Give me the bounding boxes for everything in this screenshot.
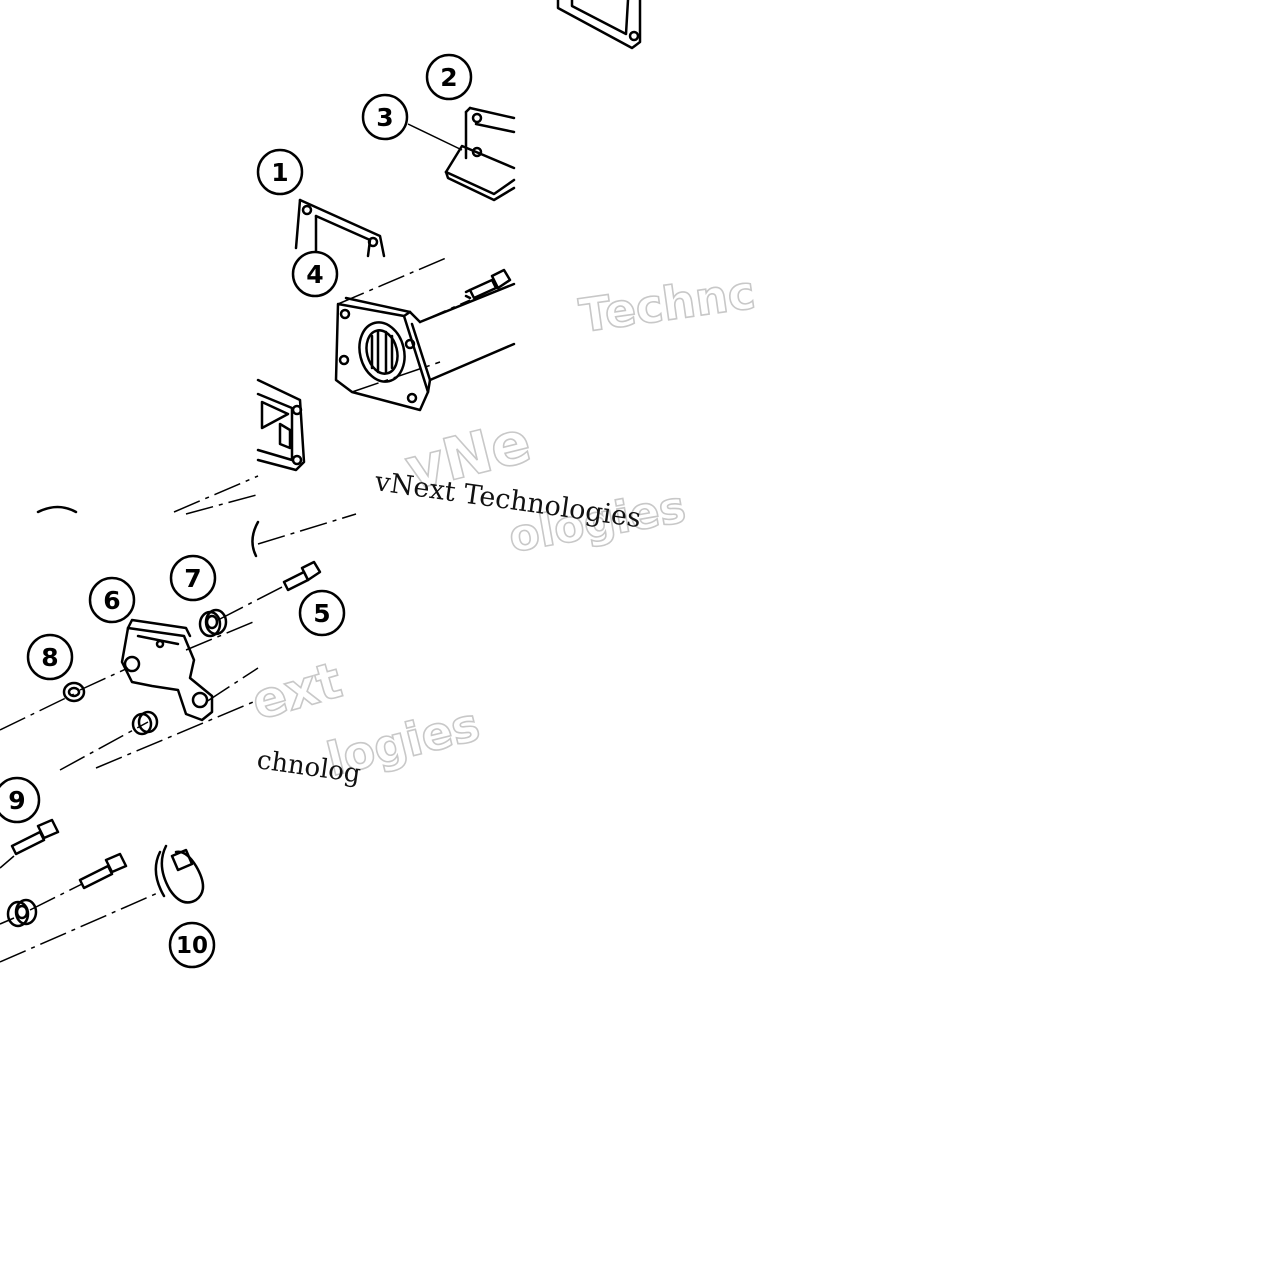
reed-block-lower — [256, 378, 306, 472]
grommet-lower — [6, 898, 38, 928]
watermark-technc: Technc — [576, 265, 758, 343]
bolt-part-5 — [282, 560, 322, 592]
assembly-leader-lines — [0, 257, 471, 963]
grommet-part-7 — [198, 608, 228, 638]
watermark-ext: ext — [245, 651, 348, 732]
svg-text:9: 9 — [8, 786, 25, 815]
svg-text:4: 4 — [306, 260, 323, 289]
callout-1: 1 — [256, 148, 304, 196]
callout-9: 9 — [0, 776, 41, 824]
callouts: 1 2 3 4 5 6 7 8 — [0, 53, 473, 969]
spacer-lower — [131, 710, 159, 736]
bolt-upper — [464, 268, 512, 300]
top-gasket-fragment — [556, 0, 642, 50]
bolt-lower — [78, 852, 128, 890]
svg-text:8: 8 — [41, 643, 58, 672]
callout-10: 10 — [168, 921, 216, 969]
washer-part-8 — [62, 681, 86, 703]
svg-text:7: 7 — [184, 564, 201, 593]
callout-4: 4 — [291, 250, 339, 298]
callout-3: 3 — [361, 93, 409, 141]
callout-8: 8 — [26, 633, 74, 681]
callout-6: 6 — [88, 576, 136, 624]
watermarks: Technc vNe ologies vNext Technologies ex… — [245, 264, 760, 789]
clamp-fragment — [251, 520, 260, 558]
svg-text:6: 6 — [103, 586, 120, 615]
svg-text:3: 3 — [376, 103, 393, 132]
intake-flange-part-4 — [334, 282, 516, 412]
watermark-vne: vNe — [399, 407, 537, 503]
callout-5: 5 — [298, 589, 346, 637]
svg-text:2: 2 — [440, 63, 457, 92]
bracket-part-6 — [120, 618, 214, 722]
svg-text:10: 10 — [176, 933, 208, 959]
callout-7: 7 — [169, 554, 217, 602]
reed-block-upper — [444, 106, 516, 202]
parts-drawing — [6, 0, 642, 928]
callout-2: 2 — [425, 53, 473, 101]
svg-text:5: 5 — [313, 599, 330, 628]
partial-callout-circle — [36, 505, 78, 514]
callout-leader-3 — [407, 123, 463, 151]
hose-clamp-part-10 — [154, 844, 205, 904]
bolt-part-9 — [10, 818, 60, 856]
svg-text:1: 1 — [271, 158, 288, 187]
gasket-part-1 — [294, 198, 386, 258]
